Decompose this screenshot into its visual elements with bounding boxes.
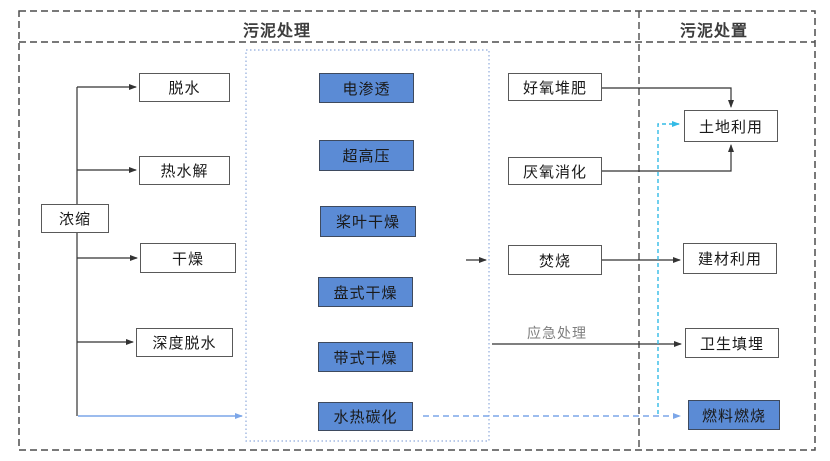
arrow-composting-to-land-use xyxy=(602,87,734,108)
emergency-treatment-label: 应急处理 xyxy=(527,325,587,341)
node-deep-dewatering: 深度脱水 xyxy=(136,328,233,357)
node-paddle-drying: 桨叶干燥 xyxy=(320,206,416,237)
technology-dotted-container xyxy=(245,49,490,442)
outer-dashed-frame xyxy=(18,10,816,451)
node-hydrothermal-carbonization: 水热碳化 xyxy=(318,402,413,431)
node-thermal-hydrolysis: 热水解 xyxy=(139,156,230,185)
node-dewatering: 脱水 xyxy=(139,73,230,102)
node-sanitary-landfill: 卫生填埋 xyxy=(685,328,779,358)
section-title-treatment: 污泥处理 xyxy=(242,23,311,40)
node-ultra-high-pressure: 超高压 xyxy=(319,140,414,171)
node-belt-drying: 带式干燥 xyxy=(318,342,413,372)
node-aerobic-composting: 好氧堆肥 xyxy=(508,73,602,101)
node-thickening: 浓缩 xyxy=(41,204,109,233)
dashed-arrow-to-land-use xyxy=(657,121,680,414)
node-anaerobic-digestion: 厌氧消化 xyxy=(508,157,602,185)
section-title-disposal: 污泥处置 xyxy=(679,23,748,40)
arrow-digestion-to-land-use xyxy=(602,144,734,172)
node-building-material-use: 建材利用 xyxy=(683,243,777,274)
node-fuel-combustion: 燃料燃烧 xyxy=(688,400,780,430)
node-disc-drying: 盘式干燥 xyxy=(318,277,413,307)
node-incineration: 焚烧 xyxy=(508,245,602,275)
node-land-use: 土地利用 xyxy=(684,110,778,142)
node-drying: 干燥 xyxy=(140,243,236,273)
node-electro-osmosis: 电渗透 xyxy=(319,73,414,103)
